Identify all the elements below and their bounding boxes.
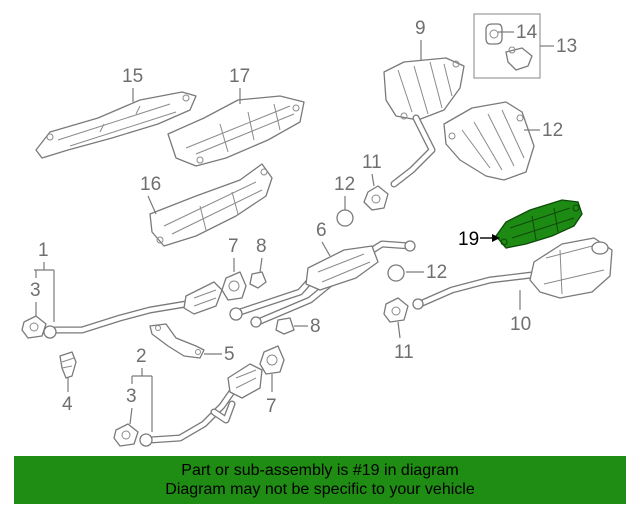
banner-line-2: Diagram may not be specific to your vehi… <box>165 481 475 498</box>
part-8-bolt-upper[interactable] <box>249 271 267 289</box>
part-11-gasket-upper[interactable] <box>363 185 389 211</box>
callout-3-upper: 3 <box>30 280 41 301</box>
part-16-heat-shield[interactable] <box>149 163 273 247</box>
part-12-hanger-upper[interactable] <box>336 209 354 227</box>
callout-10: 10 <box>510 314 531 335</box>
part-10-rear-muffler[interactable] <box>412 237 613 310</box>
part-4-bolt[interactable] <box>59 351 77 379</box>
part-13-hanger-kit[interactable] <box>473 13 541 79</box>
info-banner: Part or sub-assembly is #19 in diagram D… <box>14 456 626 504</box>
part-3-gasket-upper[interactable] <box>21 315 47 339</box>
callout-8-lower: 8 <box>310 316 321 337</box>
callout-14: 14 <box>516 22 538 43</box>
callout-11-upper: 11 <box>362 152 382 173</box>
callout-2: 2 <box>136 346 147 367</box>
part-11-gasket-lower[interactable] <box>383 297 409 323</box>
part-7-gasket-upper[interactable] <box>221 271 247 301</box>
part-7-gasket-lower[interactable] <box>259 345 285 375</box>
part-19-heat-shield-highlighted[interactable] <box>495 199 583 249</box>
callout-13: 13 <box>556 36 577 57</box>
callout-15: 15 <box>122 66 143 87</box>
part-6-center-pipe[interactable] <box>229 240 416 328</box>
part-18-heat-shield[interactable] <box>443 101 535 181</box>
callout-3-lower: 3 <box>126 386 137 407</box>
part-8-bolt-lower[interactable] <box>275 317 295 335</box>
part-12-hanger-lower[interactable] <box>387 264 405 282</box>
part-1-front-pipe[interactable] <box>43 281 223 339</box>
callout-18: 12 <box>542 120 563 141</box>
callout-11-lower: 11 <box>394 342 414 363</box>
callout-9: 9 <box>415 18 426 39</box>
callout-12-upper: 12 <box>334 174 355 195</box>
callout-1: 1 <box>38 240 49 261</box>
part-17-tunnel-heat-shield[interactable] <box>167 95 305 167</box>
callout-17: 17 <box>229 66 250 87</box>
callout-19: 19 <box>458 229 479 250</box>
part-9-rear-heat-shield[interactable] <box>383 57 465 121</box>
callout-16: 16 <box>140 174 161 195</box>
part-15-heat-shield[interactable] <box>35 91 197 159</box>
callout-5: 5 <box>224 344 235 365</box>
part-5-bracket[interactable] <box>149 323 205 359</box>
banner-line-1: Part or sub-assembly is #19 in diagram <box>181 462 459 479</box>
callout-4: 4 <box>62 394 73 415</box>
callout-12-lower: 12 <box>426 262 447 283</box>
part-2-front-pipe[interactable] <box>139 363 263 447</box>
callout-6: 6 <box>316 220 327 241</box>
callout-8-upper: 8 <box>256 236 267 257</box>
callout-7-upper: 7 <box>228 236 239 257</box>
part-3-gasket-lower[interactable] <box>113 423 139 447</box>
callout-7-lower: 7 <box>266 396 277 417</box>
